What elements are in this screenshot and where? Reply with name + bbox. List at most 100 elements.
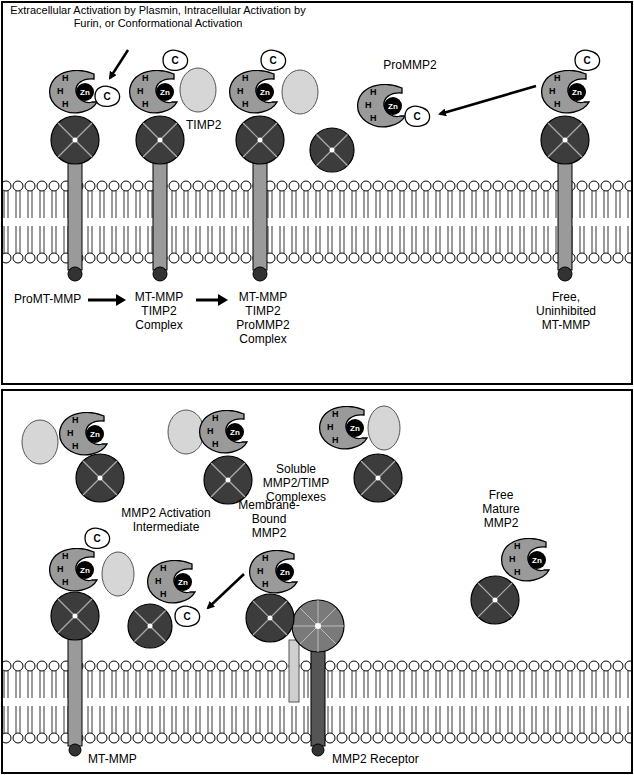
propeptide: C	[572, 48, 602, 72]
catalytic-domain: HHHZn	[48, 548, 98, 592]
annotation-label: Soluble MMP2/TIMP Complexes	[250, 462, 342, 504]
propeptide-text-box: C	[572, 48, 602, 72]
activation-arrow	[110, 50, 128, 78]
catalytic-domain: HHHZn	[146, 560, 196, 604]
annotation-label: Free, Uninhibited MT-MMP	[528, 290, 604, 332]
propeptide: C	[82, 526, 112, 550]
propeptide-text-box: C	[402, 104, 432, 128]
propeptide: C	[258, 48, 288, 72]
zinc-ion: Zn	[276, 563, 294, 581]
histidine-label: H	[332, 435, 339, 445]
zinc-ion: Zn	[346, 419, 364, 437]
cysteine-label: C	[183, 611, 190, 622]
catalytic-domain: HHHZn	[198, 410, 248, 454]
zinc-ion: Zn	[528, 551, 546, 569]
histidine-label: H	[62, 73, 69, 83]
catalytic-domain: HHHZn	[48, 70, 98, 114]
zinc-label: Zn	[178, 578, 188, 587]
zinc-ion: Zn	[174, 573, 192, 591]
zinc-ion: Zn	[384, 97, 402, 115]
zinc-ion: Zn	[156, 83, 174, 101]
zinc-label: Zn	[160, 88, 170, 97]
histidine-label: H	[262, 579, 269, 589]
zinc-label: Zn	[350, 424, 360, 433]
cysteine-label: C	[413, 111, 420, 122]
annotation-label: MMP2 Receptor	[332, 752, 432, 766]
catalytic-domain: HHHZn	[58, 412, 108, 456]
zinc-ion: Zn	[86, 425, 104, 443]
histidine-label: H	[549, 86, 556, 96]
timp2-molecule	[180, 68, 318, 114]
histidine-label: H	[142, 99, 149, 109]
zinc-ion: Zn	[76, 83, 94, 101]
lipid-bilayer	[3, 180, 631, 264]
histidine-label: H	[155, 576, 162, 586]
histidine-label: H	[237, 86, 244, 96]
histidine-label: H	[212, 439, 219, 449]
zinc-label: Zn	[80, 566, 90, 575]
propeptide: C	[172, 604, 202, 628]
propeptide-text-box: C	[258, 48, 288, 72]
zinc-ion: Zn	[256, 83, 274, 101]
histidine-label: H	[62, 551, 69, 561]
zinc-label: Zn	[260, 88, 270, 97]
annotation-label: MT-MMP TIMP2 ProMMP2 Complex	[230, 290, 296, 346]
annotation-label: MT-MMP TIMP2 Complex	[128, 290, 190, 332]
annotation-label: MMP2 Activation Intermediate	[120, 506, 212, 534]
timp2-molecule	[22, 406, 400, 596]
histidine-label: H	[62, 99, 69, 109]
catalytic-domain: HHHZn	[318, 406, 368, 450]
histidine-label: H	[554, 73, 561, 83]
catalytic-domain: HHHZn	[356, 84, 406, 128]
histidine-label: H	[62, 577, 69, 587]
cysteine-label: C	[93, 533, 100, 544]
propeptide: C	[160, 48, 190, 72]
hemopexin-domain	[51, 116, 589, 172]
propeptide-text-box: C	[172, 604, 202, 628]
cysteine-label: C	[269, 55, 276, 66]
cysteine-label: C	[583, 55, 590, 66]
histidine-label: H	[370, 113, 377, 123]
histidine-label: H	[262, 553, 269, 563]
mmp2-receptor	[289, 600, 344, 756]
histidine-label: H	[160, 589, 167, 599]
hemopexin-domain	[76, 454, 402, 504]
catalytic-domain: HHHZn	[248, 550, 298, 594]
catalytic-domain: HHHZn	[128, 70, 178, 114]
histidine-label: H	[137, 86, 144, 96]
zinc-label: Zn	[80, 88, 90, 97]
zinc-label: Zn	[90, 430, 100, 439]
annotation-label: Extracellular Activation by Plasmin, Int…	[8, 4, 308, 30]
histidine-label: H	[57, 86, 64, 96]
zinc-label: Zn	[280, 568, 290, 577]
propeptide-text-box: C	[92, 84, 122, 108]
histidine-label: H	[514, 567, 521, 577]
histidine-label: H	[509, 554, 516, 564]
histidine-label: H	[72, 415, 79, 425]
catalytic-domain: HHHZn	[500, 538, 550, 582]
transmembrane-stalk	[68, 638, 82, 756]
zinc-ion: Zn	[226, 423, 244, 441]
panel-frame	[2, 390, 632, 773]
annotation-label: MT-MMP	[88, 752, 158, 766]
histidine-label: H	[160, 563, 167, 573]
annotation-label: ProMT-MMP	[14, 292, 86, 306]
cysteine-label: C	[103, 91, 110, 102]
histidine-label: H	[365, 100, 372, 110]
histidine-label: H	[207, 426, 214, 436]
cysteine-label: C	[171, 55, 178, 66]
panel-frame	[2, 2, 632, 384]
histidine-label: H	[554, 99, 561, 109]
histidine-label: H	[327, 422, 334, 432]
histidine-label: H	[370, 87, 377, 97]
histidine-label: H	[242, 73, 249, 83]
cleavage-arrow	[208, 574, 244, 608]
histidine-label: H	[67, 428, 74, 438]
propeptide-text-box: C	[160, 48, 190, 72]
histidine-label: H	[72, 441, 79, 451]
propeptide: C	[402, 104, 432, 128]
zinc-label: Zn	[230, 428, 240, 437]
histidine-label: H	[332, 409, 339, 419]
